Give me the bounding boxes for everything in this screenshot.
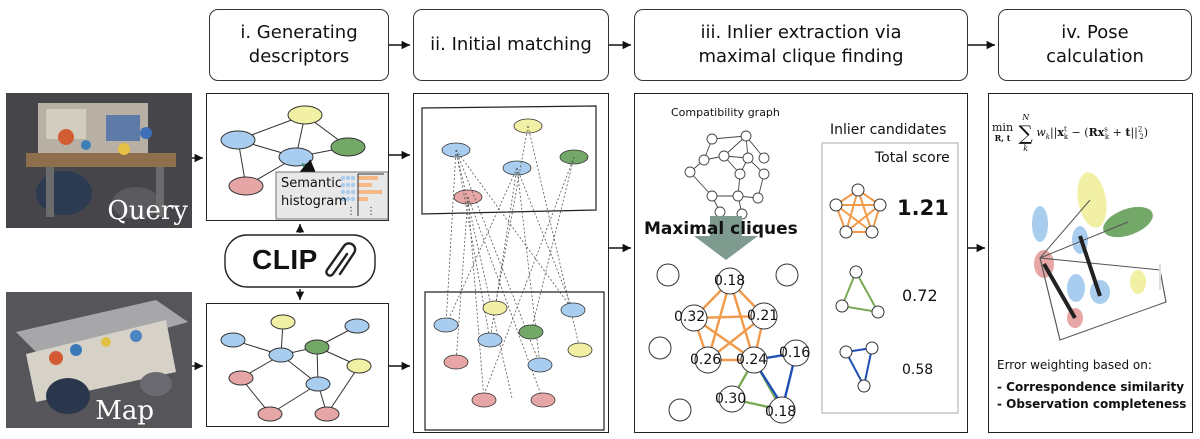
compatibility-graph-label: Compatibility graph bbox=[671, 106, 780, 119]
flow-arrows bbox=[192, 150, 985, 371]
clique-score-2: 0.32 bbox=[674, 309, 706, 325]
map-image: Map bbox=[6, 292, 192, 428]
svg-text:⋮: ⋮ bbox=[346, 206, 356, 217]
stage-1-title-line2: descriptors bbox=[248, 46, 350, 67]
stage-3-title-line1: iii. Inlier extraction via bbox=[700, 22, 902, 43]
maximal-cliques-arrow bbox=[694, 216, 758, 260]
query-label: Query bbox=[107, 196, 188, 226]
candidate-1-score: 1.21 bbox=[897, 196, 949, 220]
pose-visualization bbox=[1032, 172, 1167, 341]
candidate-1-clique bbox=[829, 183, 887, 239]
stage-4-box: iv. Pose calculation bbox=[998, 9, 1192, 81]
error-weighting-bullet-1: - Correspondence similarity bbox=[997, 380, 1185, 394]
error-weighting-title: Error weighting based on: bbox=[997, 358, 1152, 372]
clique-score-5: 0.24 bbox=[736, 352, 768, 368]
candidate-3-clique bbox=[839, 341, 879, 393]
stage-4-title-line1: iv. Pose bbox=[1061, 22, 1129, 43]
semantic-histogram-label-line2: histogram bbox=[281, 194, 347, 209]
stage-4-title-line2: calculation bbox=[1046, 46, 1144, 67]
candidate-2-clique bbox=[835, 265, 885, 319]
total-score-header: Total score bbox=[875, 150, 950, 166]
maximal-cliques-label: Maximal cliques bbox=[644, 219, 798, 239]
clique-score-8: 0.18 bbox=[765, 404, 797, 420]
stage-2-title: ii. Initial matching bbox=[430, 34, 592, 55]
query-scene-graph bbox=[220, 105, 366, 196]
map-scene-graphic bbox=[6, 292, 192, 428]
clique-score-7: 0.30 bbox=[715, 391, 747, 407]
stage-1-title-line1: i. Generating bbox=[240, 22, 358, 43]
svg-text:⋮: ⋮ bbox=[366, 206, 376, 217]
map-label: Map bbox=[95, 396, 154, 426]
error-weighting-bullet-2: - Observation completeness bbox=[997, 397, 1187, 411]
stage-2-box: ii. Initial matching bbox=[413, 9, 609, 81]
clip-badge bbox=[224, 234, 376, 288]
query-scene-graphic bbox=[6, 93, 192, 228]
candidate-3-score: 0.58 bbox=[902, 362, 934, 378]
stage-3-box: iii. Inlier extraction via maximal cliqu… bbox=[634, 9, 968, 81]
stage-3-title-line2: maximal clique finding bbox=[698, 46, 904, 67]
semantic-histogram: ⋮ ⋮ bbox=[275, 159, 389, 220]
stage-1-box: i. Generating descriptors bbox=[209, 9, 389, 81]
semantic-histogram-label-line1: Semantic bbox=[281, 176, 342, 191]
clique-graph bbox=[648, 263, 810, 424]
inlier-candidates-title: Inlier candidates bbox=[830, 122, 947, 138]
clique-score-4: 0.26 bbox=[690, 352, 722, 368]
paperclip-icon bbox=[325, 242, 357, 277]
clique-score-1: 0.18 bbox=[714, 273, 746, 289]
clip-label: CLIP bbox=[252, 244, 318, 275]
map-scene-graph bbox=[220, 314, 372, 422]
query-plane bbox=[421, 105, 597, 215]
compatibility-graph bbox=[684, 130, 770, 220]
clique-score-6: 0.16 bbox=[779, 345, 811, 361]
map-plane bbox=[424, 291, 605, 431]
candidates-box bbox=[821, 142, 959, 414]
candidate-2-score: 0.72 bbox=[902, 286, 938, 305]
clique-score-3: 0.21 bbox=[747, 308, 779, 324]
query-image: Query bbox=[6, 93, 192, 228]
